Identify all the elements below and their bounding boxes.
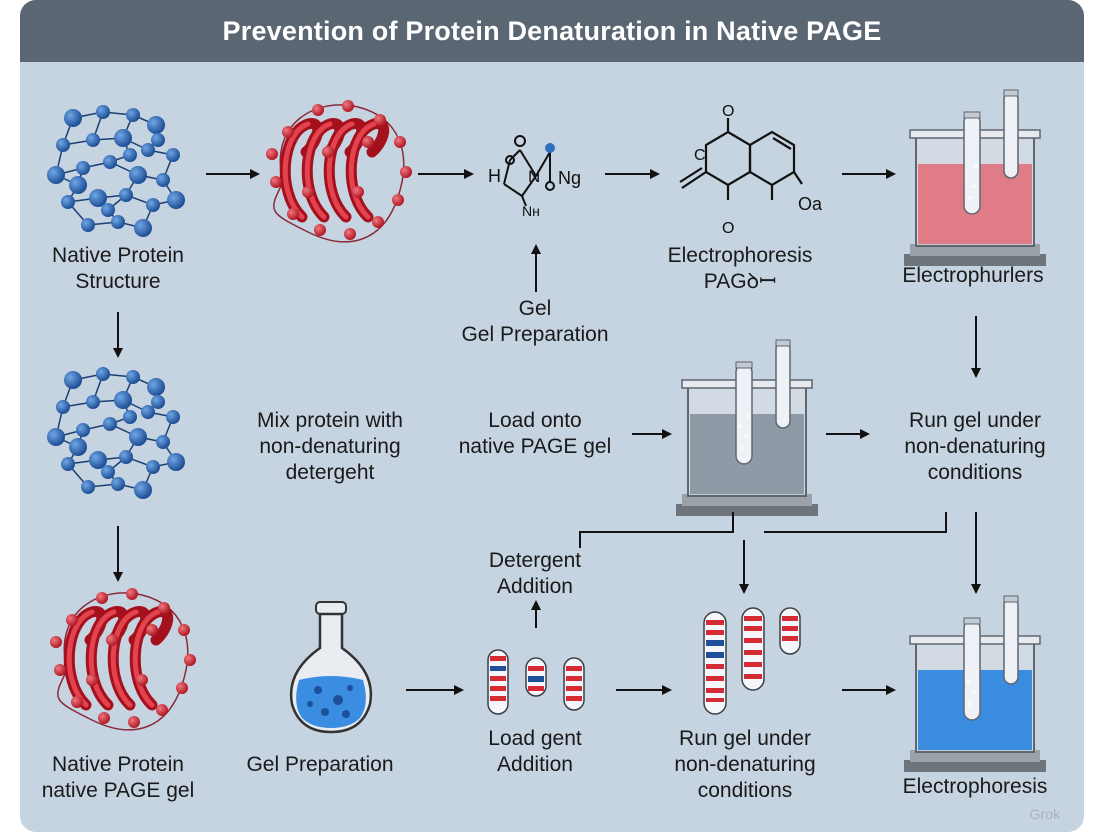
label-gel-preparation-bottom: Gel Preparation (246, 753, 394, 776)
watermark: Grok (1029, 806, 1060, 822)
chem-o-bottom: O (722, 220, 734, 237)
page-title: Prevention of Protein Denaturation in Na… (222, 16, 882, 46)
electrophoresis-tank-red-icon (904, 89, 1046, 266)
diagram-card: Prevention of Protein Denaturation in Na… (20, 0, 1084, 832)
label-native-page-gel: Native Protein native PAGE gel (41, 753, 195, 802)
ring-structure-icon (679, 118, 803, 200)
title-bar: Prevention of Protein Denaturation in Na… (20, 0, 1084, 62)
chem-n-label: N (528, 167, 540, 186)
chem-h-label: H (488, 166, 501, 186)
chem-c-label: C (694, 147, 706, 164)
label-run-gel-mid: Run gel under non-denaturing conditions (904, 409, 1046, 484)
native-helix-icon (50, 588, 196, 731)
chem-nh-label: Nн (522, 203, 540, 219)
label-gel-preparation-top: Gel Gel Preparation (461, 297, 609, 346)
label-electrophoresis-bottom: Electrophoresis (902, 775, 1048, 798)
denatured-helix-icon (266, 100, 412, 243)
electrophoresis-tank-blue-icon (904, 595, 1046, 772)
chemical-structure-icon (503, 135, 555, 207)
label-load-gent-addition: Load gent Addition (488, 727, 582, 776)
label-electrophoresis-page: Electrophoresis PAGꝺꟷ (667, 244, 813, 293)
label-load-onto: Load onto native PAGE gel (458, 409, 612, 458)
label-native-protein-structure: Native Protein Structure (52, 244, 184, 293)
protein-globule-icon (47, 367, 185, 499)
electrophoresis-tank-gray-icon (676, 339, 818, 516)
diagram-canvas: H N Ng Nн O C O Oa (47, 89, 1046, 772)
flask-icon (289, 601, 373, 734)
label-detergent-addition: Detergent Addition (488, 549, 582, 598)
label-electrophurlers: Electrophurlers (902, 264, 1044, 287)
chem-o-top: O (722, 103, 734, 120)
label-run-gel-bottom: Run gel under non-denaturing conditions (674, 727, 816, 802)
chem-ng-label: Ng (558, 168, 581, 188)
gel-strips-icon (487, 607, 801, 715)
chem-oa-label: Oa (798, 194, 823, 214)
label-mix-protein: Mix protein with non-denaturing detergeh… (257, 409, 403, 484)
flow-arrows (113, 169, 981, 695)
native-protein-icon (47, 105, 185, 237)
